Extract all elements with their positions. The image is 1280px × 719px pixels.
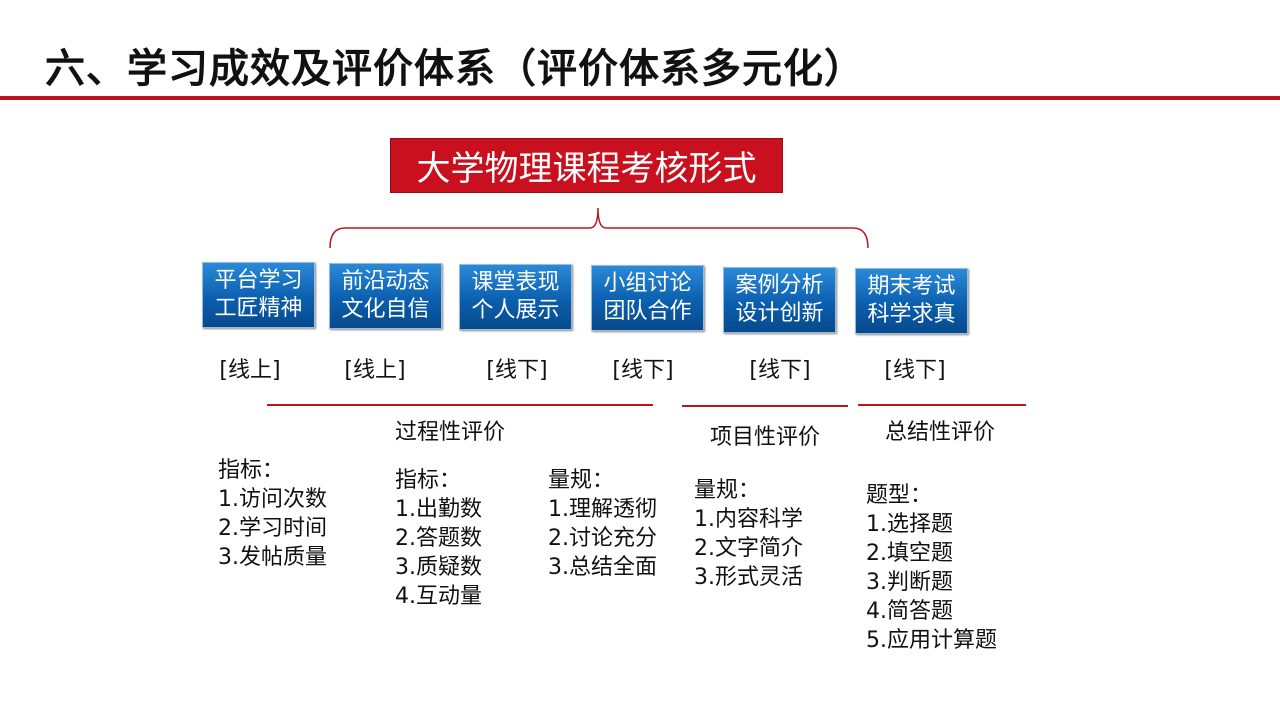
category-process: 过程性评价 [394,420,506,445]
node-mode: [线下] [749,358,811,383]
node-mode: [线上] [219,358,281,383]
list-item: 4.互动量 [395,584,482,609]
project-eval-line [682,405,848,407]
list-item: 1.访问次数 [218,487,327,512]
list-head: 量规： [548,468,615,493]
criteria-list: 题型： 1.选择题 2.填空题 3.判断题 4.简答题 5.应用计算题 [866,481,997,655]
process-eval-line [267,404,653,406]
assessment-node: 小组讨论团队合作 [591,265,704,331]
node-mode: [线上] [344,358,406,383]
category-summative: 总结性评价 [884,420,996,445]
criteria-list: 指标： 1.访问次数 2.学习时间 3.发帖质量 [218,456,327,572]
list-item: 2.填空题 [866,541,953,566]
assessment-node: 期末考试科学求真 [855,268,968,334]
node-line2: 工匠精神 [214,296,303,321]
list-item: 2.学习时间 [218,516,327,541]
list-item: 3.发帖质量 [218,545,327,570]
node-line1: 平台学习 [214,268,303,293]
list-head: 指标： [218,458,285,483]
list-item: 2.文字简介 [694,536,803,561]
title-divider [0,96,1280,100]
list-head: 指标： [395,468,462,493]
criteria-list: 量规： 1.内容科学 2.文字简介 3.形式灵活 [694,476,803,592]
assessment-node: 前沿动态文化自信 [329,263,442,329]
summative-eval-line [858,404,1026,406]
criteria-list: 指标： 1.出勤数 2.答题数 3.质疑数 4.互动量 [395,466,482,611]
list-item: 4.简答题 [866,599,953,624]
assessment-node: 案例分析设计创新 [723,267,836,333]
node-line1: 期末考试 [867,274,956,299]
list-item: 3.形式灵活 [694,565,803,590]
node-line2: 设计创新 [735,301,824,326]
node-line2: 科学求真 [867,302,956,327]
list-item: 1.选择题 [866,512,953,537]
node-mode: [线下] [612,358,674,383]
list-item: 3.判断题 [866,570,953,595]
node-line1: 案例分析 [735,273,824,298]
node-mode: [线下] [884,358,946,383]
list-item: 2.讨论充分 [548,526,657,551]
criteria-list: 量规： 1.理解透彻 2.讨论充分 3.总结全面 [548,466,657,582]
assessment-node: 课堂表现个人展示 [459,264,572,330]
list-item: 2.答题数 [395,526,482,551]
node-line2: 文化自信 [341,297,430,322]
node-line2: 个人展示 [471,298,560,323]
node-line1: 前沿动态 [341,269,430,294]
node-line2: 团队合作 [603,299,692,324]
list-head: 量规： [694,478,761,503]
root-node: 大学物理课程考核形式 [390,138,783,193]
list-item: 3.总结全面 [548,555,657,580]
category-project: 项目性评价 [709,425,821,450]
list-item: 1.内容科学 [694,507,803,532]
node-mode: [线下] [486,358,548,383]
slide-title: 六、学习成效及评价体系（评价体系多元化） [45,46,865,92]
node-line1: 小组讨论 [603,271,692,296]
assessment-node: 平台学习工匠精神 [202,262,315,328]
list-head: 题型： [866,483,933,508]
list-item: 1.理解透彻 [548,497,657,522]
list-item: 1.出勤数 [395,497,482,522]
node-line1: 课堂表现 [471,270,560,295]
list-item: 5.应用计算题 [866,628,997,653]
list-item: 3.质疑数 [395,555,482,580]
